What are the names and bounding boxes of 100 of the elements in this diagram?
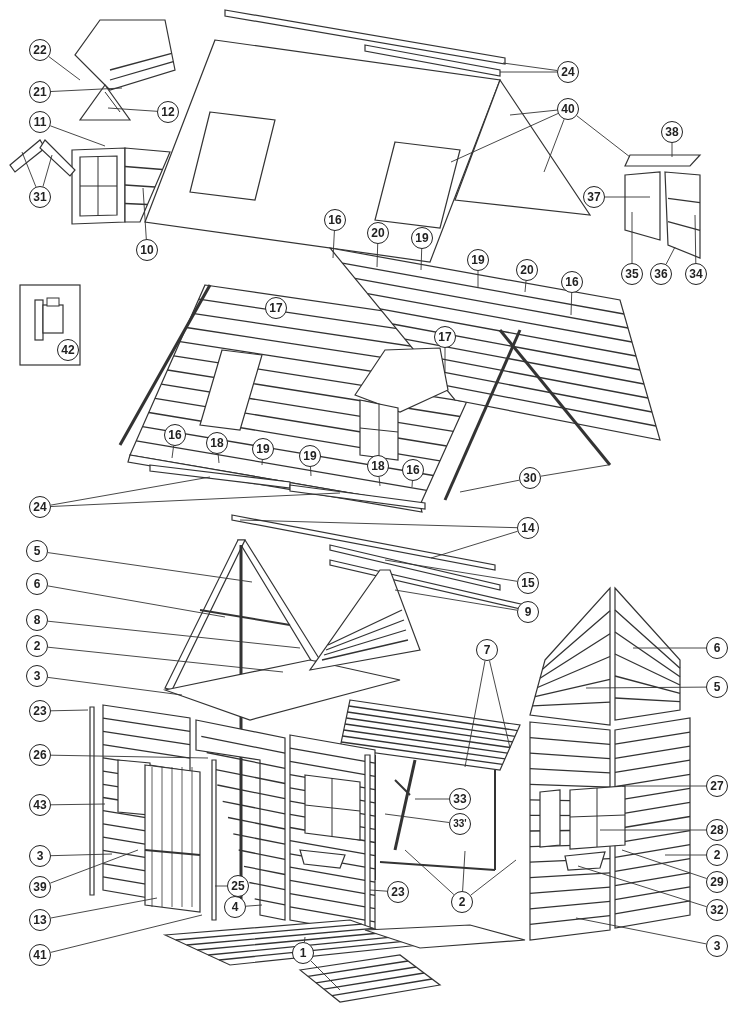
leader-line [631, 211, 633, 264]
leader-line [621, 785, 707, 787]
leader-line [470, 859, 517, 896]
callout-number: 26 [29, 744, 51, 766]
callout-number: 13 [29, 909, 51, 931]
leader-line [394, 589, 518, 611]
callout-number: 6 [26, 573, 48, 595]
leader-line [420, 248, 423, 271]
leader-line [462, 850, 466, 892]
callout-number: 4 [224, 896, 246, 918]
callout-number: 19 [467, 249, 489, 271]
leader-line [444, 347, 446, 373]
leader-line [499, 71, 558, 73]
leader-line [50, 803, 106, 806]
leader-line [47, 676, 183, 696]
leader-line [47, 646, 284, 673]
leader-line [310, 466, 312, 477]
leader-line [489, 660, 511, 749]
callout-number: 39 [29, 876, 51, 898]
callout-number: 32 [706, 899, 728, 921]
leader-line [50, 914, 203, 953]
callout-number: 25 [227, 875, 249, 897]
leader-line [575, 917, 707, 945]
callout-number: 33' [449, 813, 471, 835]
callout-number: 2 [706, 844, 728, 866]
callout-number: 33 [449, 788, 471, 810]
callout-number: 7 [476, 639, 498, 661]
callout-number: 11 [29, 111, 51, 133]
leader-line [664, 854, 707, 856]
leader-line [384, 559, 518, 582]
leader-line [576, 115, 631, 158]
callout-number: 9 [517, 601, 539, 623]
leader-line [694, 214, 697, 264]
callout-number: 22 [29, 39, 51, 61]
callout-number: 37 [583, 186, 605, 208]
callout-number: 3 [29, 845, 51, 867]
leader-line [310, 960, 341, 991]
leader-line [369, 889, 388, 892]
leader-line [49, 849, 139, 884]
leader-line [459, 479, 520, 493]
leader-line [376, 243, 379, 268]
leader-line [577, 865, 707, 908]
leader-line [239, 519, 518, 529]
callout-number: 15 [517, 572, 539, 594]
callout-number: 34 [685, 263, 707, 285]
leader-line [411, 480, 413, 488]
leader-line [47, 585, 226, 618]
leader-line [540, 464, 609, 477]
callout-number: 43 [29, 794, 51, 816]
callout-number: 27 [706, 775, 728, 797]
leader-line [464, 660, 486, 768]
callout-number: 30 [519, 467, 541, 489]
leader-line [414, 798, 450, 800]
leader-line [48, 56, 81, 81]
leader-line [621, 849, 708, 879]
leader-line [303, 936, 306, 943]
leader-line [509, 109, 558, 116]
leader-line [21, 151, 37, 188]
leader-line [430, 530, 518, 559]
leader-line [543, 118, 565, 173]
callout-number: 5 [706, 676, 728, 698]
leader-line [50, 492, 341, 507]
leader-line [502, 62, 558, 71]
callout-number: 12 [157, 101, 179, 123]
leader-line [50, 476, 211, 506]
callout-number: 31 [29, 186, 51, 208]
callout-number: 24 [29, 496, 51, 518]
leader-line [378, 476, 381, 487]
leader-line [245, 904, 263, 907]
leader-line [50, 897, 158, 919]
leader-line [570, 292, 573, 316]
leader-line [524, 280, 527, 293]
callout-number: 24 [557, 61, 579, 83]
callout-number: 41 [29, 944, 51, 966]
leader-line [585, 686, 707, 689]
leader-line [50, 853, 113, 857]
leader-line [404, 849, 455, 896]
leader-line [632, 647, 707, 649]
leader-line [142, 187, 147, 240]
leader-line [42, 154, 53, 187]
leader-line [50, 754, 209, 759]
callout-number: 2 [26, 635, 48, 657]
leader-line [50, 87, 123, 92]
callout-number: 29 [706, 871, 728, 893]
leader-line [47, 552, 253, 583]
leader-line [214, 885, 228, 887]
callout-number: 8 [26, 609, 48, 631]
leader-line [47, 620, 301, 649]
callout-number: 2 [451, 891, 473, 913]
leader-line [332, 230, 335, 259]
leader-line [450, 113, 559, 163]
leader-line [261, 459, 263, 466]
leader-line [49, 125, 106, 147]
leader-line [171, 445, 175, 459]
callout-number: 21 [29, 81, 51, 103]
leader-line [384, 813, 450, 823]
callout-number: 3 [706, 935, 728, 957]
callout-number: 35 [621, 263, 643, 285]
callout-number: 16 [561, 271, 583, 293]
callout-number: 23 [29, 700, 51, 722]
